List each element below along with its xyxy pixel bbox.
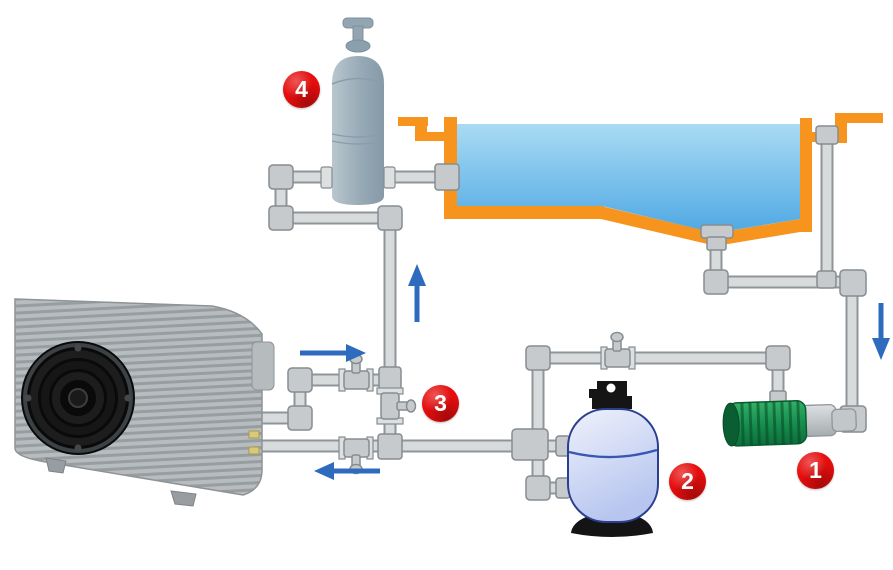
heat-pump-side-panel	[251, 341, 275, 391]
elbow-fitting	[703, 269, 729, 295]
pool-water	[457, 124, 800, 233]
pipe-port	[248, 430, 260, 439]
pool-shell	[398, 113, 883, 246]
heat-pump-foot	[170, 490, 197, 507]
heat-pump	[13, 298, 275, 507]
flow-arrow-up	[408, 264, 426, 322]
badge-feeder-tank: 4	[283, 71, 320, 108]
pool	[398, 113, 883, 246]
elbow-fitting	[268, 205, 294, 231]
filter-tank	[567, 381, 659, 537]
filter-body	[567, 408, 659, 523]
pump-nozzle	[831, 408, 857, 433]
valve-bypass	[376, 387, 417, 425]
main-drain-fitting	[700, 224, 734, 239]
coupling-fitting	[816, 270, 837, 289]
elbow-fitting	[765, 345, 791, 371]
tank-top-valve	[342, 17, 374, 53]
valve-heatpump-outlet	[338, 353, 374, 392]
fan-hub	[68, 388, 88, 408]
flow-arrows	[300, 264, 890, 480]
elbow-fitting	[287, 367, 313, 393]
pool-return-fitting	[434, 163, 460, 191]
flow-arrow-right	[300, 344, 366, 362]
feeder-tank	[320, 17, 396, 205]
tee-fitting	[377, 433, 403, 460]
elbow-fitting	[839, 269, 867, 297]
elbow-fitting	[377, 205, 403, 231]
badge-filter: 2	[669, 463, 706, 500]
badge-pump: 1	[797, 452, 834, 489]
filter-seam	[568, 448, 658, 459]
valve-pump-discharge	[600, 331, 636, 370]
badge-bypass-valve: 3	[422, 385, 459, 422]
heat-pump-foot	[45, 457, 67, 474]
valve-heatpump-inlet	[338, 436, 374, 475]
cross-fitting	[511, 428, 549, 461]
elbow-fitting	[287, 405, 313, 431]
filter-multiport-valve	[589, 381, 632, 409]
pipe-fittings	[268, 125, 867, 501]
water-pump	[722, 400, 857, 447]
pump-motor-cap	[722, 402, 740, 447]
main-drain-fitting	[706, 236, 727, 251]
elbow-fitting	[525, 345, 551, 371]
tank-body	[332, 56, 384, 205]
fan	[21, 341, 135, 455]
flow-arrow-down	[872, 303, 890, 360]
elbow-fitting	[268, 164, 294, 190]
pipe-port	[248, 446, 260, 455]
flow-arrow-left	[314, 462, 380, 480]
elbow-fitting	[525, 475, 551, 501]
skimmer-fitting	[815, 125, 839, 145]
